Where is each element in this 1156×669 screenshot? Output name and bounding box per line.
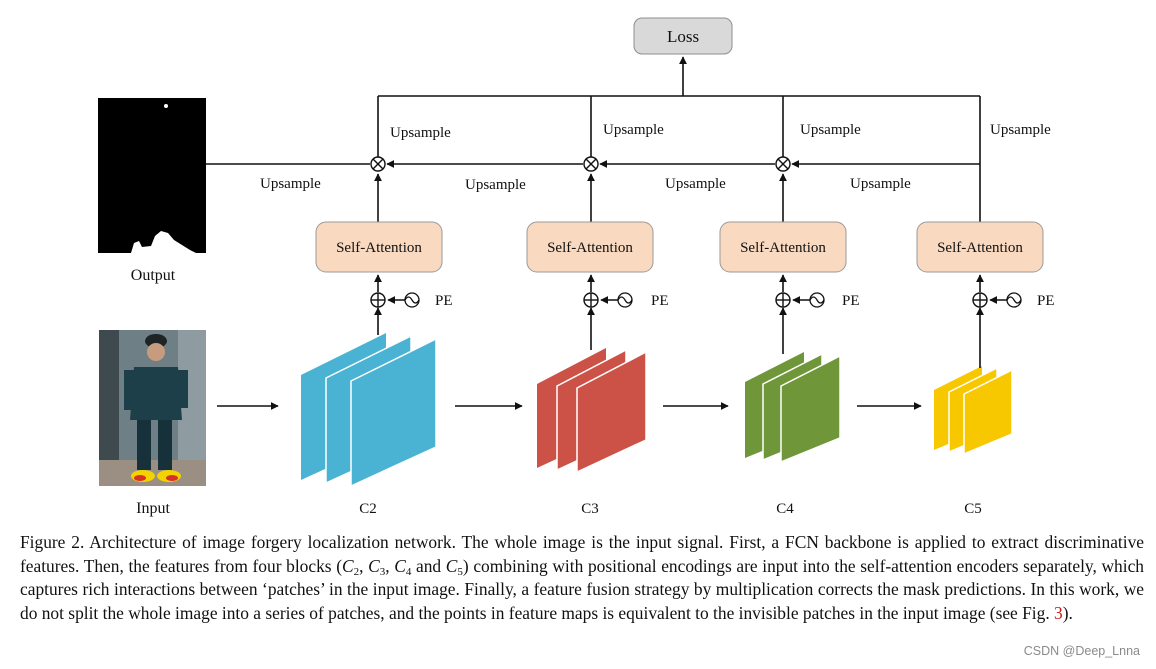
loss-aggregation-lines xyxy=(377,56,981,224)
vertical-arrows xyxy=(374,173,984,368)
self-attention-label: Self-Attention xyxy=(740,240,826,256)
caption-text: ). xyxy=(1062,602,1073,623)
upsample-label: Upsample xyxy=(800,122,861,138)
self-attention-c3: Self-Attention xyxy=(526,221,654,273)
pe-group-c5: PE xyxy=(972,292,1055,309)
loss-label: Loss xyxy=(667,27,699,46)
self-attention-label: Self-Attention xyxy=(336,240,422,256)
pe-label: PE xyxy=(842,293,860,309)
caption-sub: 3 xyxy=(379,565,386,578)
sine-wave-icon xyxy=(1006,292,1022,308)
watermark: CSDN @Deep_Lnna xyxy=(1023,644,1140,658)
block-label-c2: C2 xyxy=(359,501,377,517)
upsample-labels: Upsample Upsample Upsample Upsample Upsa… xyxy=(260,122,1051,193)
caption-var: C xyxy=(368,555,380,576)
self-attention-label: Self-Attention xyxy=(547,240,633,256)
caption-sub: 5 xyxy=(457,565,463,578)
caption-var: C xyxy=(394,555,406,576)
block-label-c4: C4 xyxy=(776,501,794,517)
multiply-icon xyxy=(775,156,791,172)
caption-sub: 4 xyxy=(405,565,412,578)
upsample-label: Upsample xyxy=(465,177,526,193)
caption-text: Figure 2. Architecture of image forgery … xyxy=(20,532,1144,576)
upsample-label: Upsample xyxy=(260,176,321,192)
upsample-label: Upsample xyxy=(390,125,451,141)
feature-block-c2: C2 xyxy=(301,333,437,517)
sine-wave-icon xyxy=(617,292,633,308)
upsample-label: Upsample xyxy=(665,176,726,192)
self-attention-c5: Self-Attention xyxy=(916,221,1044,273)
plus-icon xyxy=(972,292,988,308)
input-photo: Input xyxy=(99,330,206,517)
caption-sep: , xyxy=(385,555,395,576)
upsample-label: Upsample xyxy=(603,122,664,138)
caption-sub: 2 xyxy=(353,565,360,578)
architecture-diagram: Loss Upsample Upsample Ups xyxy=(98,17,1055,517)
feature-block-c5: C5 xyxy=(934,366,1013,517)
pe-group-c3: PE xyxy=(583,292,669,309)
caption-var: C xyxy=(445,555,458,576)
caption-text: ) combining with positional encodings ar… xyxy=(20,555,1144,623)
multiply-icon xyxy=(583,156,599,172)
multiply-icon xyxy=(370,156,386,172)
caption-sep: , xyxy=(359,555,369,576)
loss-node: Loss xyxy=(633,17,733,55)
plus-icon xyxy=(370,292,386,308)
plus-icon xyxy=(775,292,791,308)
output-mask-image: Output xyxy=(98,98,206,284)
self-attention-label: Self-Attention xyxy=(937,240,1023,256)
pe-group-c2: PE xyxy=(370,292,453,309)
feature-block-c3: C3 xyxy=(537,348,647,517)
positional-encoding: PE PE PE xyxy=(370,292,1055,309)
pe-label: PE xyxy=(1037,293,1055,309)
self-attention-c4: Self-Attention xyxy=(719,221,847,273)
block-label-c5: C5 xyxy=(964,501,982,517)
caption-var: C xyxy=(342,555,354,576)
sine-wave-icon xyxy=(404,292,420,308)
plus-icon xyxy=(583,292,599,308)
upsample-label: Upsample xyxy=(850,176,911,192)
feature-block-c4: C4 xyxy=(745,352,841,517)
input-label: Input xyxy=(136,500,170,517)
pe-label: PE xyxy=(651,293,669,309)
pe-group-c4: PE xyxy=(775,292,860,309)
self-attention-c2: Self-Attention xyxy=(315,221,443,273)
figure-caption: Figure 2. Architecture of image forgery … xyxy=(20,531,1144,625)
self-attention-blocks: Self-Attention Self-Attention Self-Atten… xyxy=(315,221,1044,273)
figure-reference-link[interactable]: 3 xyxy=(1054,602,1063,623)
sine-wave-icon xyxy=(809,292,825,308)
caption-and: and xyxy=(411,555,446,576)
pe-label: PE xyxy=(435,293,453,309)
block-label-c3: C3 xyxy=(581,501,599,517)
output-label: Output xyxy=(131,267,176,284)
upsample-label: Upsample xyxy=(990,122,1051,138)
multiply-nodes xyxy=(370,156,791,172)
